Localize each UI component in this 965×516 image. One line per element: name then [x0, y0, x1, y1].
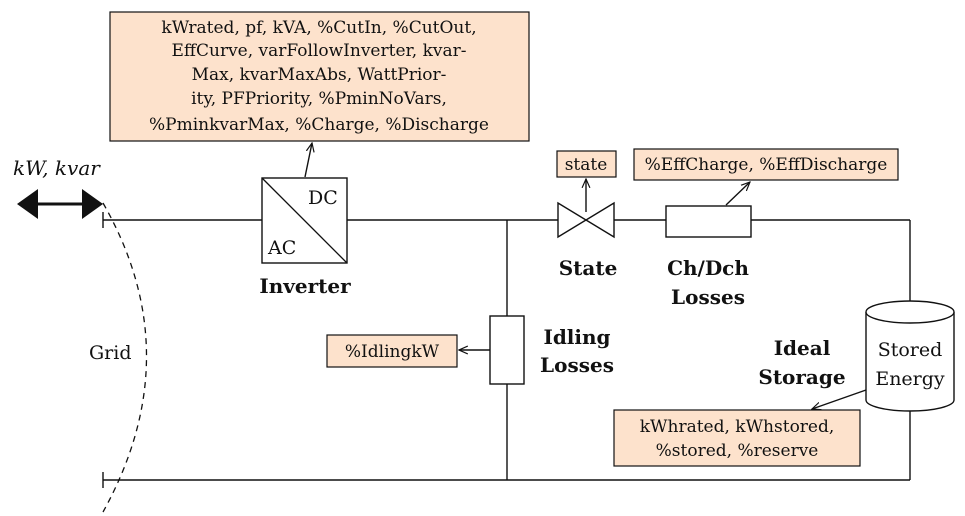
stored-energy-cylinder-icon — [865, 300, 955, 412]
inverter-dc-label: DC — [308, 187, 338, 209]
grid-label: Grid — [89, 342, 132, 364]
storage-name-line2: Storage — [758, 365, 845, 389]
idling-param-text: %IdlingkW — [345, 342, 440, 362]
chdch-name-line1: Ch/Dch — [667, 256, 749, 280]
chdch-param-box — [633, 148, 899, 181]
idling-resistor — [489, 315, 525, 385]
cylinder-label-line2: Energy — [875, 368, 945, 390]
chdch-param-text: %EffCharge, %EffDischarge — [645, 155, 888, 175]
terminal-label: kW, kvar — [13, 156, 101, 180]
terminal-double-arrow-icon — [17, 189, 103, 219]
inverter-params-box — [109, 11, 530, 142]
storage-params-arrow — [812, 389, 867, 409]
state-switch-left-icon — [557, 201, 588, 239]
inverter-ac-label: AC — [267, 237, 296, 259]
storage-params-box — [613, 409, 861, 467]
idling-name-line1: Idling — [543, 325, 610, 349]
inverter-params-arrow — [304, 143, 312, 178]
storage-name-line1: Ideal — [774, 336, 831, 360]
inverter-param-line: kWrated, pf, kVA, %CutIn, %CutOut, — [161, 18, 476, 38]
state-name: State — [559, 256, 618, 280]
chdch-name-line2: Losses — [671, 285, 745, 309]
storage-params-line1: kWhrated, kWhstored, — [640, 417, 835, 437]
chdch-resistor — [665, 205, 752, 238]
state-param-text: state — [565, 155, 608, 175]
inverter-params-text: kWrated, pf, kVA, %CutIn, %CutOut, EffCu… — [149, 18, 489, 135]
idling-name-line2: Losses — [540, 353, 614, 377]
cylinder-label-line1: Stored — [878, 339, 943, 361]
inverter-name: Inverter — [259, 274, 351, 298]
state-param-box — [556, 150, 617, 178]
inverter-symbol — [261, 177, 348, 264]
storage-params-line2: %stored, %reserve — [656, 441, 819, 461]
grid-boundary-curve — [102, 202, 148, 513]
inverter-param-line: Max, kvarMaxAbs, WattPrior- — [192, 65, 447, 85]
idling-param-box — [326, 334, 458, 368]
state-switch-right-icon — [584, 201, 615, 239]
inverter-param-line: EffCurve, varFollowInverter, kvar- — [172, 41, 467, 61]
inverter-param-line: ity, PFPriority, %PminNoVars, — [191, 89, 447, 109]
inverter-param-line: %PminkvarMax, %Charge, %Discharge — [149, 115, 489, 135]
chdch-param-arrow — [725, 182, 750, 206]
